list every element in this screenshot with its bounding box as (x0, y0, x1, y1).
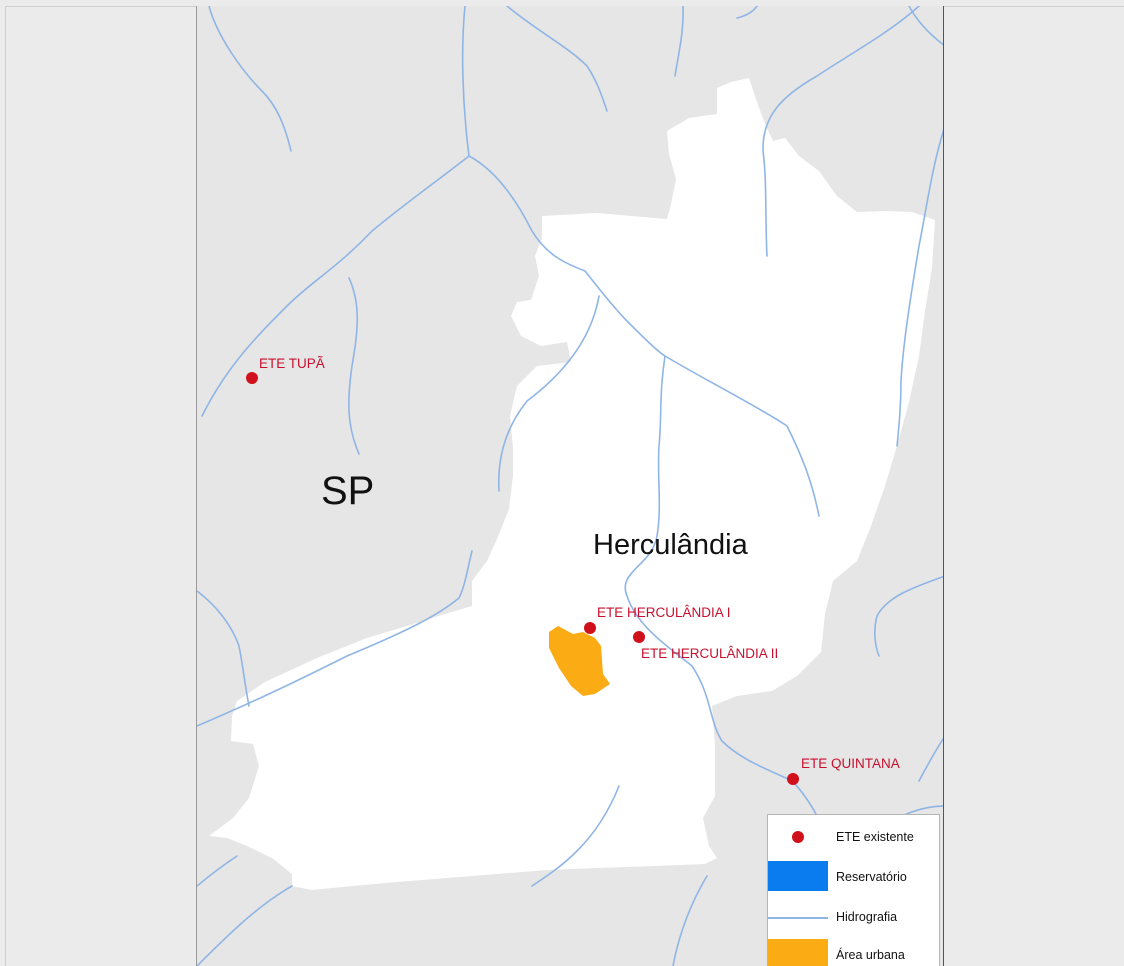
river-segment (208, 6, 292, 152)
legend-item-urban: Área urbana (768, 935, 941, 966)
river-segment (348, 277, 360, 455)
river-segment (197, 590, 250, 707)
legend-swatch-urban (768, 935, 828, 966)
river-segment (197, 885, 293, 966)
river-segment (674, 6, 684, 77)
river-segment (874, 575, 943, 657)
ete-label-herculandia-1: ETE HERCULÂNDIA I (597, 605, 731, 620)
ete-label-herculandia-2: ETE HERCULÂNDIA II (641, 646, 778, 661)
legend-swatch-ete (768, 817, 828, 857)
legend-label-urban: Área urbana (836, 948, 905, 962)
legend-item-hydrography: Hidrografia (768, 897, 941, 937)
legend-label-reservoir: Reservatório (836, 870, 907, 884)
river-segment (468, 155, 666, 357)
river-segment (197, 855, 238, 887)
river-segment (664, 355, 820, 517)
hydrography-layer (197, 6, 943, 966)
river-segment (197, 550, 473, 727)
ete-label-quintana: ETE QUINTANA (801, 756, 900, 771)
river-segment (461, 6, 470, 157)
legend-label-hydrography: Hidrografia (836, 910, 898, 924)
map-legend: ETE existente Reservatório Hidrografia Á… (767, 814, 940, 966)
river-segment (531, 785, 620, 887)
legend-swatch-reservoir (768, 857, 828, 897)
map-frame[interactable]: ETE TUPÃ ETE HERCULÂNDIA I ETE HERCULÂND… (196, 6, 944, 966)
map-canvas: ETE TUPÃ ETE HERCULÂNDIA I ETE HERCULÂND… (197, 6, 943, 966)
ete-label-tupa: ETE TUPÃ (259, 356, 325, 371)
region-label-sp: SP (321, 469, 374, 513)
ete-marker-tupa[interactable] (246, 372, 258, 384)
ete-marker-herculandia-1[interactable] (584, 622, 596, 634)
river-segment (672, 875, 708, 966)
river-segment (201, 155, 470, 417)
municipality-herculandia-area[interactable] (209, 78, 935, 890)
ete-points-layer (246, 372, 799, 785)
municipality-label: Herculândia (593, 529, 749, 561)
legend-swatch-hydrography (768, 897, 828, 937)
river-segment (497, 295, 600, 492)
river-segment (624, 355, 818, 817)
legend-label-ete: ETE existente (836, 830, 914, 844)
river-segment (736, 6, 758, 19)
river-segment (506, 6, 608, 112)
ete-marker-quintana[interactable] (787, 773, 799, 785)
legend-item-ete: ETE existente (768, 817, 941, 857)
river-segment (908, 6, 943, 46)
river-segment (896, 129, 943, 447)
ete-marker-herculandia-2[interactable] (633, 631, 645, 643)
urban-area-herculandia[interactable] (549, 626, 610, 696)
river-segment (918, 737, 943, 782)
river-segment (762, 6, 920, 257)
legend-item-reservoir: Reservatório (768, 857, 941, 897)
